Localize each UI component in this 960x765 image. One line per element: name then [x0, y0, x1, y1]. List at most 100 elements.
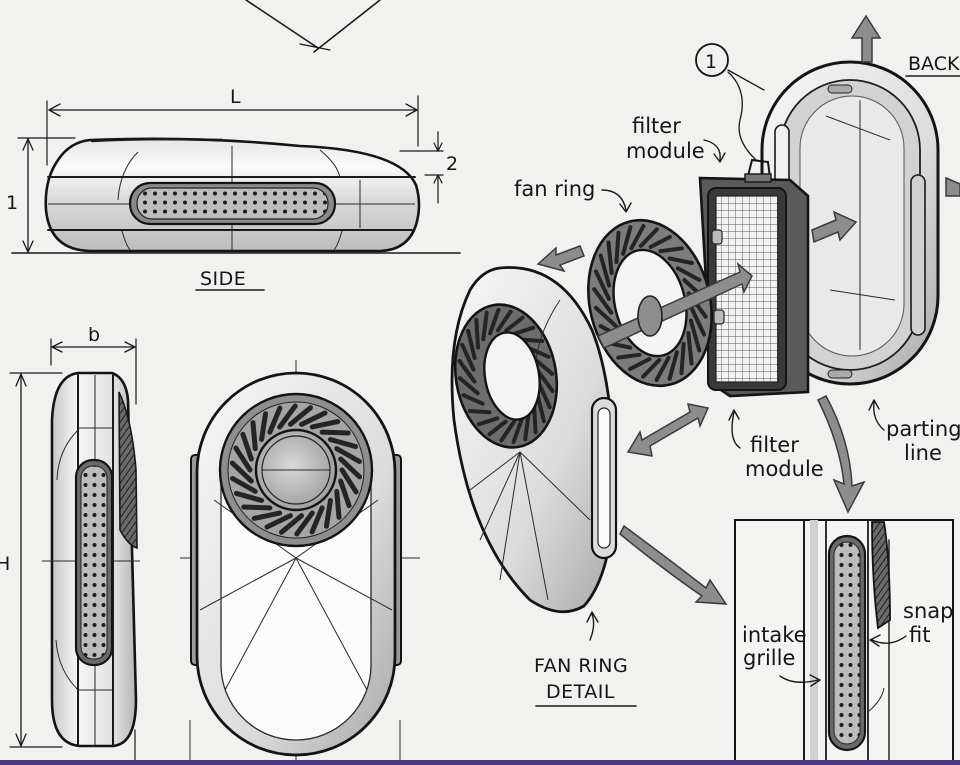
fan-vane [593, 269, 611, 301]
fan-vane [527, 346, 551, 359]
fan-vane [230, 476, 258, 494]
down-arrow [816, 395, 866, 514]
fan-vane [504, 315, 525, 333]
fan-vane [686, 331, 694, 366]
fan-vane [287, 405, 314, 427]
fan-vane [654, 355, 671, 382]
fan-vane [688, 318, 702, 353]
fan-vane [621, 225, 633, 256]
front-shell-vanes [457, 307, 555, 445]
fan-vane [259, 411, 269, 442]
front-shell-exploded [450, 266, 618, 614]
side-view: L 1 2 [6, 86, 461, 291]
fan-vane [334, 446, 362, 464]
side-intake-grille [128, 181, 337, 226]
fan-vane [476, 416, 500, 427]
dimension-length: L [46, 86, 419, 166]
left-arrow [536, 245, 585, 273]
fan-vane [323, 498, 333, 529]
filter-label-top-2: module [626, 139, 705, 163]
fan-vane [523, 410, 531, 442]
filter-label-top-1: filter [632, 114, 681, 138]
fan-vane [267, 405, 283, 435]
snap-label-2: fit [909, 623, 930, 647]
axis-arrow [596, 261, 753, 349]
fan-vane [487, 419, 508, 437]
right-arrow [945, 176, 960, 197]
fan-vane [264, 513, 293, 530]
fan-vane [309, 505, 325, 535]
side-view-caption: SIDE [200, 268, 246, 290]
fan-vane [250, 420, 258, 452]
end-view: b H [0, 324, 140, 765]
fan-vane [319, 429, 351, 436]
into-shell-arrow [811, 210, 858, 244]
dimension-step-label: 2 [446, 153, 458, 175]
fan-vane [338, 456, 363, 480]
fan-vane [466, 328, 477, 360]
detail-inset: intake grille snap fit [734, 519, 954, 765]
detail-caption-2: DETAIL [546, 681, 615, 703]
fan-vane [461, 393, 485, 406]
fan-vane [667, 256, 694, 266]
filter-module [698, 158, 810, 398]
fan-vane [675, 266, 702, 282]
fan-vane [488, 307, 501, 336]
fan-vane [474, 317, 481, 350]
fan-vane [309, 419, 341, 430]
detail-caption-1: FAN RING [534, 655, 628, 677]
parting-line-label-1: parting [886, 417, 960, 441]
fan-vane [233, 490, 265, 504]
dimension-width-label: b [88, 324, 100, 346]
fan-vane [481, 310, 489, 342]
fan-vane [658, 246, 684, 254]
end-intake-grille [74, 458, 114, 667]
fan-vane [679, 341, 686, 376]
fan-vane [467, 408, 492, 415]
fan-vane [299, 410, 328, 427]
parting-line-label-2: line [904, 441, 942, 465]
fan-vane [499, 419, 517, 443]
back-label: BACK [908, 53, 960, 75]
fan-vane [339, 467, 359, 495]
diagonal-double-arrow [626, 403, 710, 457]
fan-vane [251, 510, 283, 521]
fan-vane [457, 376, 480, 396]
dimension-overall-height: H [0, 372, 63, 748]
exploded-view: BACK 1 filter module [450, 14, 960, 707]
fan-vane [592, 287, 614, 315]
end-fan-edge [118, 391, 138, 550]
fan-vane [606, 240, 614, 275]
callout-1: 1 [695, 43, 765, 161]
fan-vane [327, 436, 359, 450]
fan-vane [240, 431, 254, 462]
fan-vane [667, 350, 679, 381]
fan-vane [638, 227, 659, 248]
fan-vane [648, 234, 672, 249]
filter-label-bottom-2: module [745, 457, 824, 481]
curved-arrow-to-detail [619, 524, 728, 605]
up-arrow [850, 14, 882, 63]
fan-vane [614, 230, 621, 265]
dimension-step: 2 [399, 131, 458, 204]
detail-intake-grille [827, 534, 867, 752]
axis-hub [637, 295, 663, 337]
fan-vane [277, 403, 298, 430]
fan-vane [338, 478, 352, 509]
fan-vane [593, 305, 618, 328]
fan-vane [512, 325, 536, 336]
fan-vane [241, 504, 273, 511]
callout-number: 1 [705, 51, 717, 73]
fan-vane [495, 309, 513, 333]
fan-vane [598, 253, 612, 288]
fan-vane [334, 488, 342, 520]
fan-vane [229, 460, 254, 484]
dimension-length-label: L [230, 86, 241, 108]
fan-vane [278, 513, 305, 535]
fan-vane [629, 224, 646, 251]
front-fan-ring [218, 392, 374, 548]
fan-vane [616, 352, 642, 360]
fan-vane [689, 305, 707, 337]
fan-vanes [229, 403, 363, 537]
fan-vane [520, 337, 545, 344]
